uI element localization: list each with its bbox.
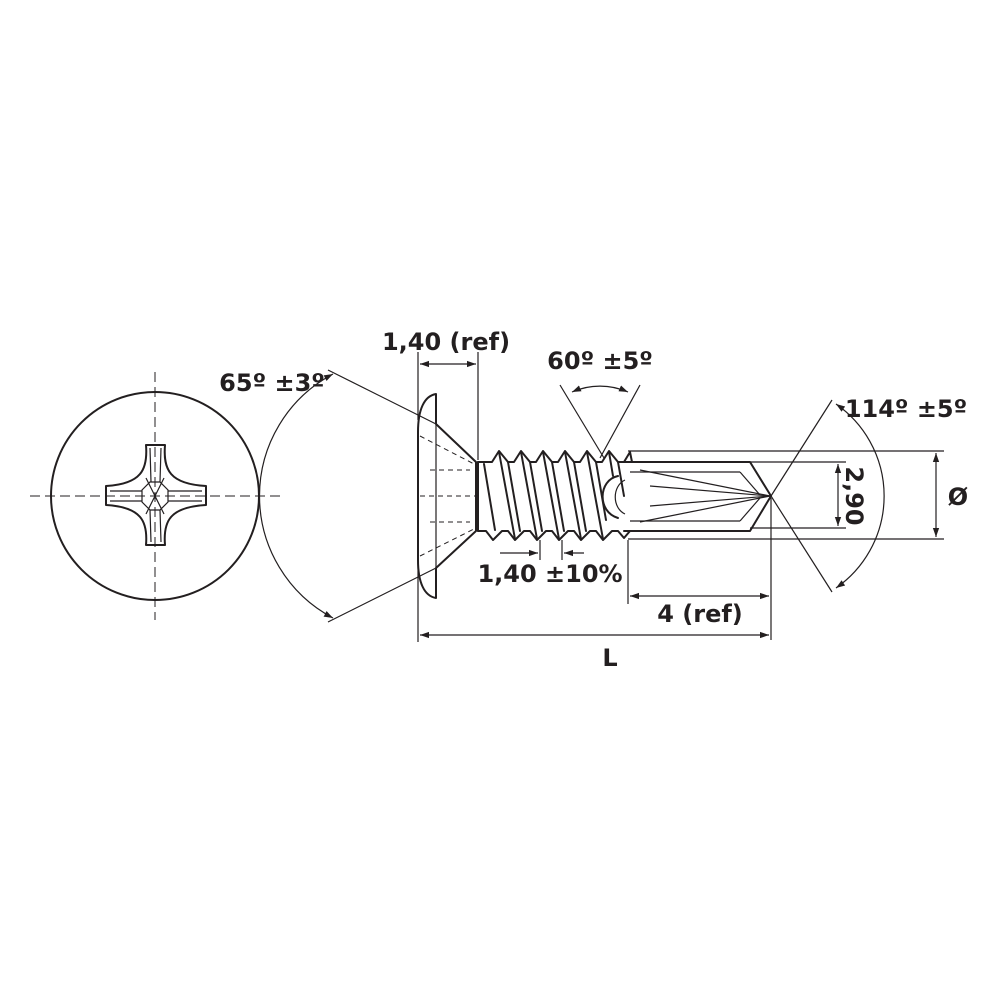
total-length-label: L: [602, 644, 617, 672]
phillips-recess-icon: [105, 444, 207, 546]
drill-point: [601, 461, 772, 532]
thread-angle-arc: [571, 385, 629, 393]
point-angle-label: 114º ±5º: [845, 395, 967, 423]
point-angle-arc: [835, 403, 885, 589]
dimension-labels: 1,40 (ref) 65º ±3º 60º ±5º 114º ±5º 2,90…: [219, 328, 968, 672]
thread-helix-lines: [483, 451, 625, 540]
screw-side-view: [417, 393, 772, 599]
dimension-lines: [258, 352, 944, 642]
head-profile: [417, 393, 477, 599]
flute-inner: [614, 479, 626, 515]
threaded-shank: [477, 450, 633, 541]
recess-hidden-lines: [419, 435, 477, 557]
pitch-label: 1,40 ±10%: [477, 560, 622, 588]
diameter-symbol-label: Ø: [948, 483, 968, 511]
head-top-view: [30, 372, 282, 620]
flute-curve: [601, 475, 619, 519]
drill-length-label: 4 (ref): [657, 600, 743, 628]
recess-wing-lines: [110, 447, 202, 543]
thread-bottom-profile: [477, 530, 631, 541]
drill-flank-lines: [639, 469, 771, 523]
head-height-label: 1,40 (ref): [382, 328, 510, 356]
head-angle-label: 65º ±3º: [219, 369, 325, 397]
thread-top-profile: [477, 450, 633, 463]
drill-diameter-label: 2,90: [840, 466, 868, 525]
head-angle-arc: [258, 373, 334, 619]
thread-angle-label: 60º ±5º: [547, 347, 653, 375]
